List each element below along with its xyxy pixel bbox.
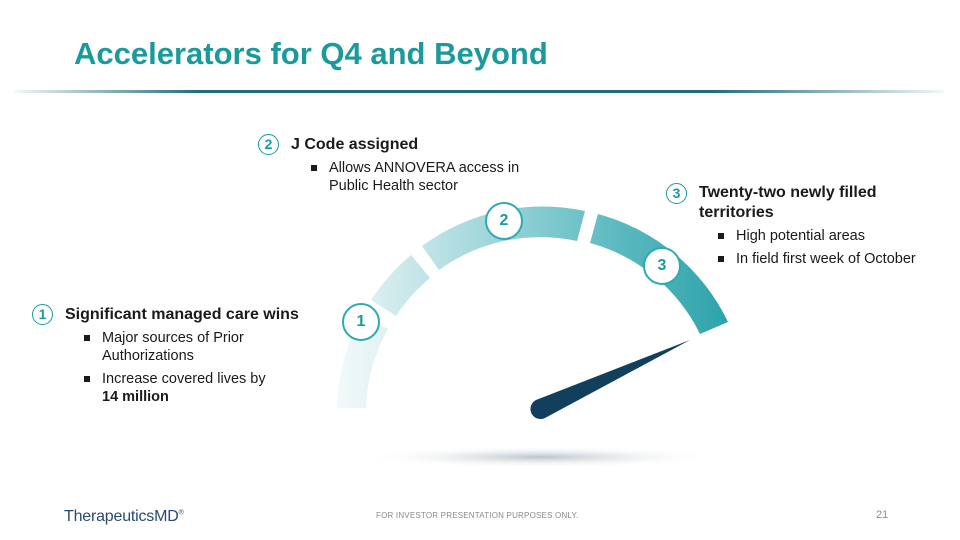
item-2-number: 2 bbox=[258, 134, 279, 155]
item-3-bullets: High potential areas In field first week… bbox=[717, 227, 953, 273]
page-number: 21 bbox=[876, 509, 889, 521]
bullet-item: High potential areas bbox=[717, 227, 953, 245]
gauge-marker-3: 3 bbox=[643, 247, 681, 285]
item-1-heading: Significant managed care wins bbox=[65, 306, 299, 323]
title-divider bbox=[14, 90, 944, 93]
page-title: Accelerators for Q4 and Beyond bbox=[74, 36, 548, 71]
company-logo: TherapeuticsMD® bbox=[64, 508, 184, 525]
gauge-marker-1: 1 bbox=[342, 303, 380, 341]
bullet-item: Increase covered lives by 14 million bbox=[83, 370, 273, 406]
bullet-item: In field first week of October bbox=[717, 250, 953, 268]
item-3-heading: Twenty-two newly filled territories bbox=[699, 184, 877, 221]
item-1-bullets: Major sources of Prior Authorizations In… bbox=[83, 329, 273, 411]
item-2-heading: J Code assigned bbox=[291, 136, 419, 153]
bullet-item: Allows ANNOVERA access in Public Health … bbox=[310, 159, 550, 195]
gauge-segment-1 bbox=[337, 315, 388, 408]
gauge-shadow bbox=[360, 446, 720, 468]
item-1-number: 1 bbox=[32, 304, 53, 325]
item-3-number: 3 bbox=[666, 183, 687, 204]
item-2-bullets: Allows ANNOVERA access in Public Health … bbox=[310, 159, 550, 200]
bullet-item: Major sources of Prior Authorizations bbox=[83, 329, 273, 365]
footer-disclaimer: FOR INVESTOR PRESENTATION PURPOSES ONLY. bbox=[376, 511, 579, 520]
gauge-marker-2: 2 bbox=[485, 202, 523, 240]
gauge-needle bbox=[530, 340, 690, 420]
gauge-segment-2 bbox=[371, 255, 430, 316]
